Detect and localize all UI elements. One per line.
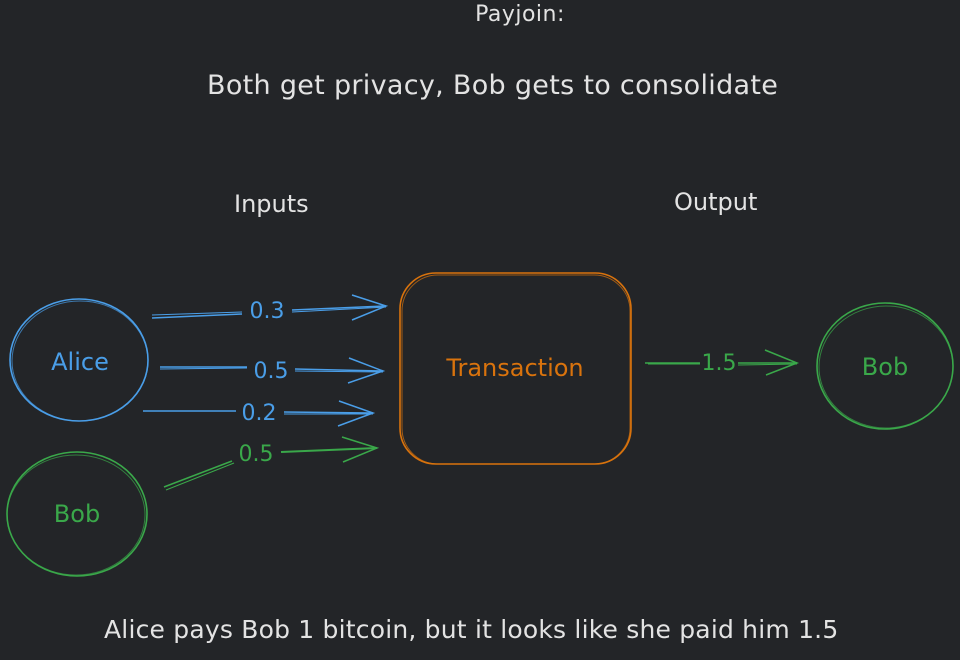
edge-label: 1.5 <box>702 351 737 376</box>
edge-label: 0.2 <box>242 401 277 426</box>
edge-alice-0-2[interactable]: 0.2 <box>143 400 376 427</box>
bob-output-node[interactable]: Bob <box>816 302 954 430</box>
diagram-footer: Alice pays Bob 1 bitcoin, but it looks l… <box>104 615 839 644</box>
transaction-label: Transaction <box>445 354 583 382</box>
transaction-node[interactable]: Transaction <box>399 272 632 465</box>
bob-input-label: Bob <box>54 500 100 528</box>
edge-alice-0-3[interactable]: 0.3 <box>151 294 389 324</box>
diagram-subtitle: Both get privacy, Bob gets to consolidat… <box>207 70 779 101</box>
alice-node[interactable]: Alice <box>9 298 149 422</box>
inputs-heading: Inputs <box>234 190 309 218</box>
edge-label: 0.5 <box>239 442 274 467</box>
edge-bob-0-5[interactable]: 0.5 <box>163 436 380 491</box>
alice-label: Alice <box>51 348 109 376</box>
edge-label: 0.5 <box>254 359 289 384</box>
bob-input-node[interactable]: Bob <box>6 451 148 577</box>
bob-output-label: Bob <box>862 353 908 381</box>
edge-output-1-5[interactable]: 1.5 <box>645 349 800 376</box>
output-heading: Output <box>674 188 758 216</box>
diagram-title: Payjoin: <box>475 2 565 27</box>
edge-label: 0.3 <box>250 299 285 324</box>
edge-alice-0-5[interactable]: 0.5 <box>159 357 386 384</box>
